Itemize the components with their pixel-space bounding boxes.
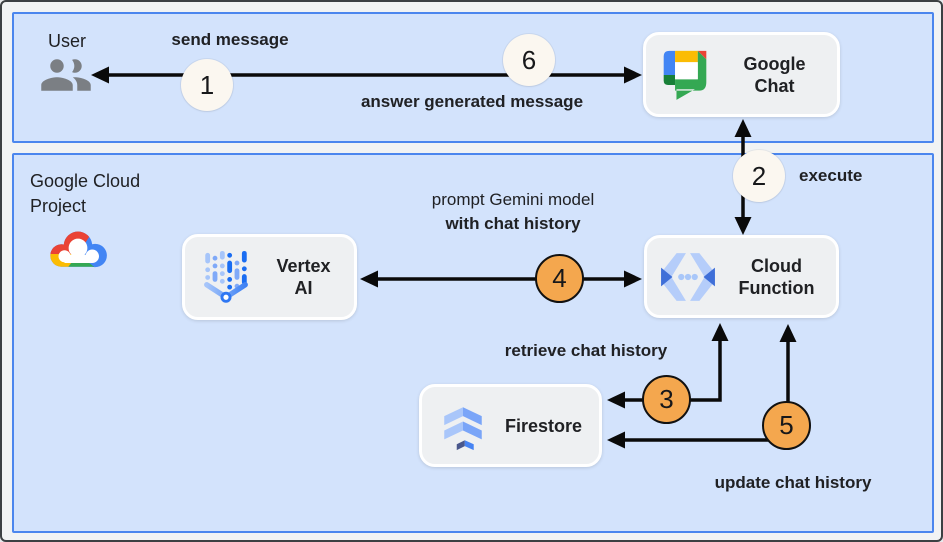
step-circle-6: 6 — [503, 34, 555, 86]
firestore-label: Firestore — [504, 415, 583, 436]
cloud-function-label: Cloud Function — [738, 255, 815, 298]
people-icon — [39, 48, 93, 107]
send-message-label: send message — [171, 30, 289, 49]
vertex-ai-icon — [199, 249, 253, 305]
google-chat-label: Google Chat — [743, 53, 806, 96]
step-circle-5: 5 — [762, 401, 811, 450]
retrieve-chat-history-label: retrieve chat history — [504, 341, 668, 360]
step-circle-2: 2 — [733, 150, 785, 202]
google-chat-node: Google Chat — [643, 32, 840, 117]
cloud-function-node: Cloud Function — [644, 235, 839, 318]
prompt-gemini-label: prompt Gemini model with chat history — [431, 190, 595, 233]
step-circle-3: 3 — [642, 375, 691, 424]
google-cloud-logo — [42, 224, 114, 277]
step-circle-1: 1 — [181, 59, 233, 111]
step-circle-4: 4 — [535, 254, 584, 303]
vertex-ai-node: Vertex AI — [182, 234, 357, 320]
firestore-icon — [438, 398, 488, 454]
execute-label: execute — [799, 166, 863, 185]
answer-generated-message-label: answer generated message — [360, 92, 584, 111]
gcp-panel-title: Google Cloud Project — [30, 171, 141, 216]
vertex-ai-label: Vertex AI — [276, 256, 331, 298]
google-chat-icon — [658, 45, 712, 105]
user-panel-title: User — [48, 31, 87, 51]
cloud-function-icon — [659, 252, 717, 302]
update-chat-history-label: update chat history — [714, 473, 872, 492]
firestore-node: Firestore — [419, 384, 602, 467]
